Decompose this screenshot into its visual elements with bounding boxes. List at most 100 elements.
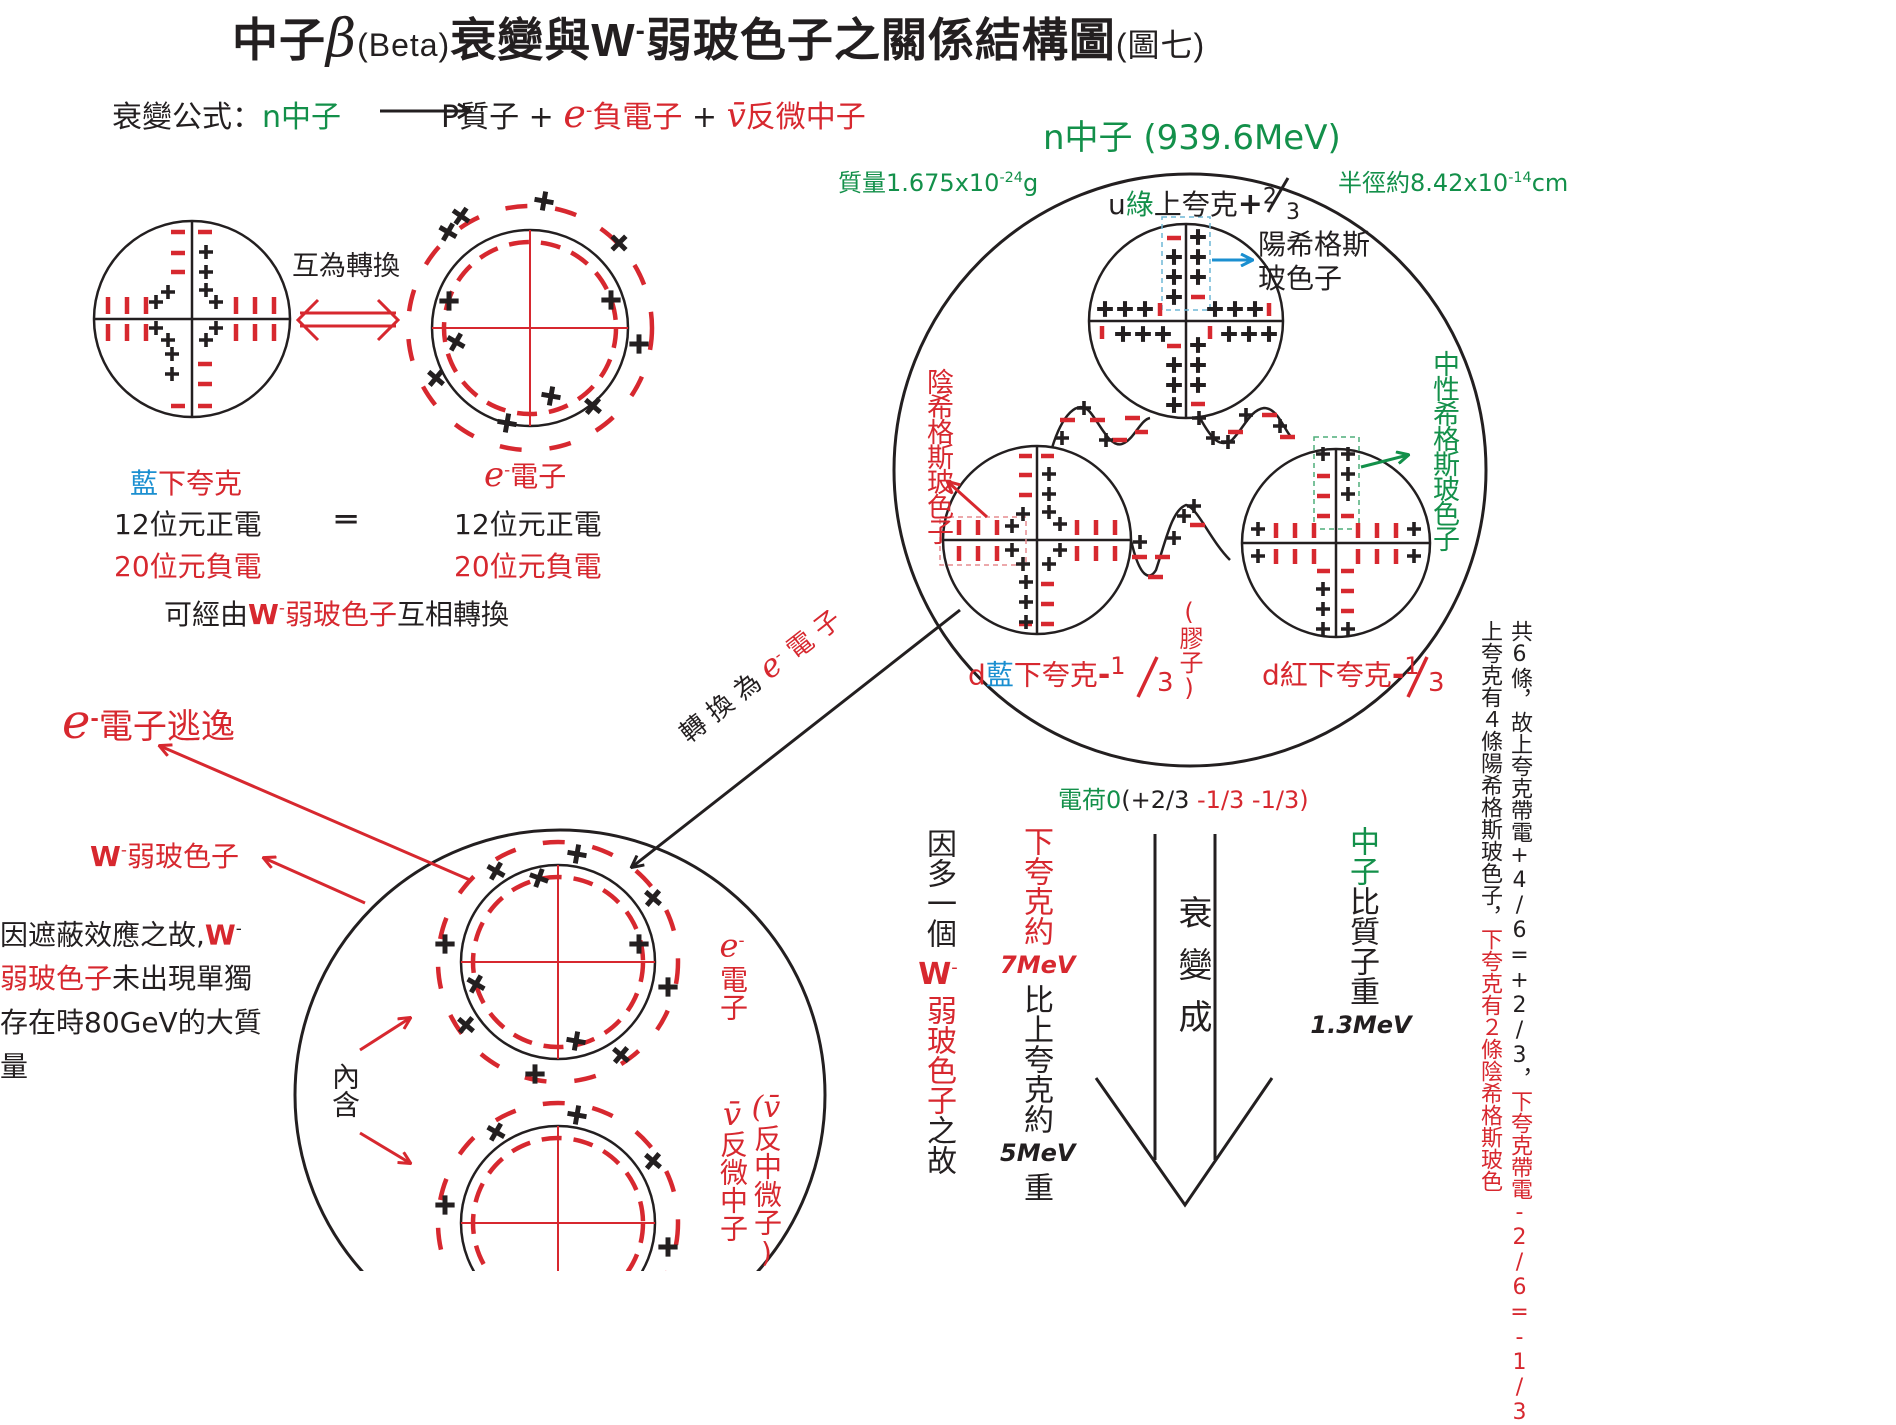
electron-superscript: - xyxy=(585,100,593,121)
mutual-conversion-arrow xyxy=(295,298,401,342)
positive-higgs-line1: 陽希格斯 xyxy=(1258,228,1371,261)
charge-down: -1/3 -1/3) xyxy=(1189,786,1309,814)
electron-symbol: e xyxy=(62,694,91,750)
via-superscript: - xyxy=(278,597,285,618)
side-note-1-black: 共6條，故上夸克帶電+4/6=+2/3， xyxy=(1507,620,1532,1090)
reason-boson: 弱玻色子 xyxy=(921,995,956,1115)
gluon-charges xyxy=(1054,400,1295,580)
via-suffix: 互相轉換 xyxy=(396,598,509,631)
neutron-charge-total: 電荷0(+2/3 -1/3 -1/3) xyxy=(1058,780,1309,815)
charge-numerator: 1 xyxy=(1110,652,1126,680)
antineutrino-text: 反中微子) xyxy=(750,1124,783,1269)
green-label: 綠 xyxy=(1125,188,1154,221)
red-label: 紅 xyxy=(1279,658,1308,692)
electron-superscript: - xyxy=(738,930,745,950)
d-red-fraction-slash xyxy=(1406,656,1429,698)
neutron-circle xyxy=(892,172,1488,768)
down-quark-title: 藍下夸克 xyxy=(130,462,242,502)
side-note-column-2: 上夸克有４條陽希格斯玻色子，下夸克有２條陰希格斯玻色 xyxy=(1476,620,1502,1192)
charge-denominator: 3 xyxy=(1428,668,1445,698)
neutron-header: n中子 (939.6MeV) xyxy=(1043,118,1341,158)
conversion-arrow xyxy=(632,608,961,867)
antineutrino-symbol: (v̄ xyxy=(751,1090,781,1125)
formula-label: 衰變公式： xyxy=(112,100,262,135)
heavier-text: 比質子重 xyxy=(1344,886,1379,1006)
decay-arrow-label: 衰變成 xyxy=(1172,895,1212,1051)
negative-higgs-label: 陰希格斯玻色子 xyxy=(922,368,953,543)
charge-up: (+2/3 xyxy=(1121,786,1190,814)
heavy-text: 重 xyxy=(1018,1172,1053,1202)
electron-title: e-電子 xyxy=(484,455,566,495)
side-note-column-1: 共6條，故上夸克帶電+4/6=+2/3，下夸克帶電-2/6=-1/3 xyxy=(1506,620,1532,1425)
up-quark-text: 上夸克 xyxy=(1153,188,1238,221)
figure-number: (圖七) xyxy=(1115,27,1206,63)
electron-negative: 20位元負電 xyxy=(454,550,602,583)
neutron-mass-diff-column: 中子 比質子重 1.3MeV xyxy=(1306,826,1416,1044)
antineutrino-text: 反微中子 xyxy=(716,1130,749,1242)
electron-positive: 12位元正電 xyxy=(454,508,602,541)
blue-label: 藍 xyxy=(130,467,159,500)
antineutrino-label-1: v̄ 反微中子 xyxy=(712,1098,752,1242)
charge-sign: + xyxy=(1237,187,1263,222)
w-superscript: - xyxy=(120,839,127,860)
w-boson-circle xyxy=(293,828,827,1271)
neutral-higgs-label: 中性希格斯玻色子 xyxy=(1428,350,1459,550)
w-boson-label: W-弱玻色子 xyxy=(90,835,239,875)
down-quark-circle xyxy=(92,219,292,419)
page-title: 中子β(Beta)衰變與W-弱玻色子之關係結構圖(圖七) xyxy=(232,4,1205,70)
down-quark-red-circle xyxy=(1240,436,1432,639)
neutron-mev: 1.3MeV xyxy=(1310,1011,1412,1039)
up-quark-mev: 5MeV xyxy=(1000,1139,1076,1167)
radius-value: 半徑約8.42x10 xyxy=(1338,169,1509,197)
diagram-canvas xyxy=(92,102,1488,1271)
inner-electron-circle xyxy=(435,839,681,1084)
via-prefix: 可經由 xyxy=(164,598,249,631)
note-line2: 未出現單獨 xyxy=(112,962,253,996)
electron-label: 電子 xyxy=(510,460,567,493)
antineutrino-label-2: (v̄ 反中微子) xyxy=(746,1090,786,1270)
escape-text: 電子逃逸 xyxy=(98,707,235,747)
antineutrino-symbol: v̄ xyxy=(722,1095,742,1133)
electron-symbol: e xyxy=(484,455,505,495)
mass-value: 質量1.675x10 xyxy=(838,169,1000,197)
reason-text2: 之故 xyxy=(921,1115,956,1175)
radius-exponent: -14 xyxy=(1508,170,1532,186)
down-quark-text: 下夸克 xyxy=(1307,658,1392,692)
d-letter: d xyxy=(1262,658,1280,692)
mutual-conversion-label: 互為轉換 xyxy=(292,251,400,282)
note-boson: 弱玻色子 xyxy=(0,962,113,996)
formula-neutron: n中子 xyxy=(262,100,342,135)
compare-text: 比上夸克約 xyxy=(1018,984,1053,1134)
mass-unit: g xyxy=(1022,169,1039,197)
electron-escape-arrow xyxy=(160,746,471,882)
charge-sign: - xyxy=(1097,657,1111,693)
title-middle: 衰變與W xyxy=(450,14,636,66)
up-quark-label: u綠上夸克+2 xyxy=(1108,183,1277,223)
electron-symbol: e xyxy=(719,926,739,965)
positive-higgs-line2: 玻色子 xyxy=(1258,262,1343,295)
d-red-quark-label: d紅下夸克-1 xyxy=(1262,652,1420,693)
contains-label: 內含 xyxy=(328,1062,361,1118)
charge-denominator: 3 xyxy=(1286,200,1300,225)
radius-unit: cm xyxy=(1531,169,1569,197)
gluon-label: (膠子) xyxy=(1175,598,1203,702)
d-blue-quark-label: d藍下夸克-1 xyxy=(968,652,1126,693)
reason-w: W xyxy=(918,957,952,992)
d-letter: d xyxy=(968,658,986,692)
electron-label: 電子 xyxy=(716,965,749,1022)
antineutrino-symbol: v̄ xyxy=(726,96,746,136)
formula-antineutrino: 反微中子 xyxy=(745,100,866,135)
title-beta-word: (Beta) xyxy=(357,27,451,63)
inner-electron-label: e- 電子 xyxy=(712,922,752,1021)
down-quark-negative: 20位元負電 xyxy=(114,550,262,583)
charge-denominator: 3 xyxy=(1157,668,1174,698)
side-note-1-red: 下夸克帶電-2/6=-1/3 xyxy=(1507,1090,1532,1425)
beta-symbol: β xyxy=(326,9,358,69)
title-prefix: 中子 xyxy=(232,14,326,66)
side-note-2-red: 下夸克有２條陰希格斯玻色 xyxy=(1477,928,1502,1192)
charge-zero: 電荷0 xyxy=(1058,786,1122,814)
neutron-radius: 半徑約8.42x10-14cm xyxy=(1338,163,1568,198)
title-superscript: - xyxy=(635,14,646,46)
reason-superscript: - xyxy=(951,957,958,978)
w-boson-text: 弱玻色子 xyxy=(126,840,239,873)
